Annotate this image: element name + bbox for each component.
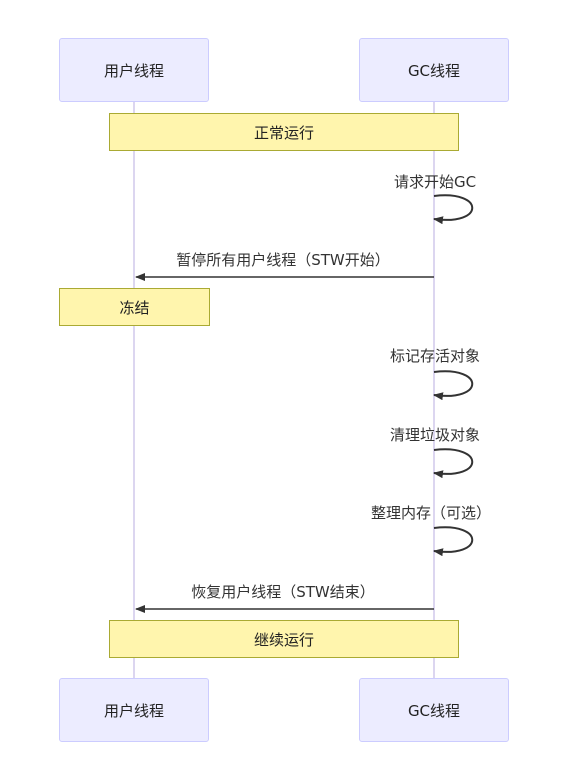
gc-thread-actor-label: GC线程 [407, 61, 461, 80]
gc-thread-actor-bottom: GC线程 [359, 678, 509, 742]
continue-run-note-label: 继续运行 [253, 630, 314, 649]
user-thread-actor-bottom-label: 用户线程 [103, 701, 164, 720]
user-thread-actor-bottom: 用户线程 [59, 678, 209, 742]
mark-live-label: 标记存活对象 [389, 347, 481, 365]
normal-run-note-label: 正常运行 [253, 123, 314, 142]
freeze-note: 冻结 [59, 288, 210, 326]
user-thread-actor-label: 用户线程 [103, 61, 164, 80]
gc-thread-actor-bottom-label: GC线程 [407, 701, 461, 720]
request-gc-self-arrow [433, 194, 474, 225]
sweep-garbage-label: 清理垃圾对象 [389, 426, 481, 444]
normal-run-note: 正常运行 [109, 113, 459, 151]
request-gc-label: 请求开始GC [393, 173, 477, 191]
continue-run-note: 继续运行 [109, 620, 459, 658]
sweep-garbage-self-arrow [433, 448, 474, 479]
mark-live-self-arrow [433, 370, 474, 401]
gc-thread-actor-top: GC线程 [359, 38, 509, 102]
resume-threads-label: 恢复用户线程（STW结束） [191, 583, 375, 601]
compact-memory-self-arrow [433, 526, 474, 557]
freeze-note-label: 冻结 [119, 298, 150, 317]
compact-memory-label: 整理内存（可选） [370, 504, 492, 522]
user-thread-actor-top: 用户线程 [59, 38, 209, 102]
pause-all-label: 暂停所有用户线程（STW开始） [176, 251, 390, 269]
